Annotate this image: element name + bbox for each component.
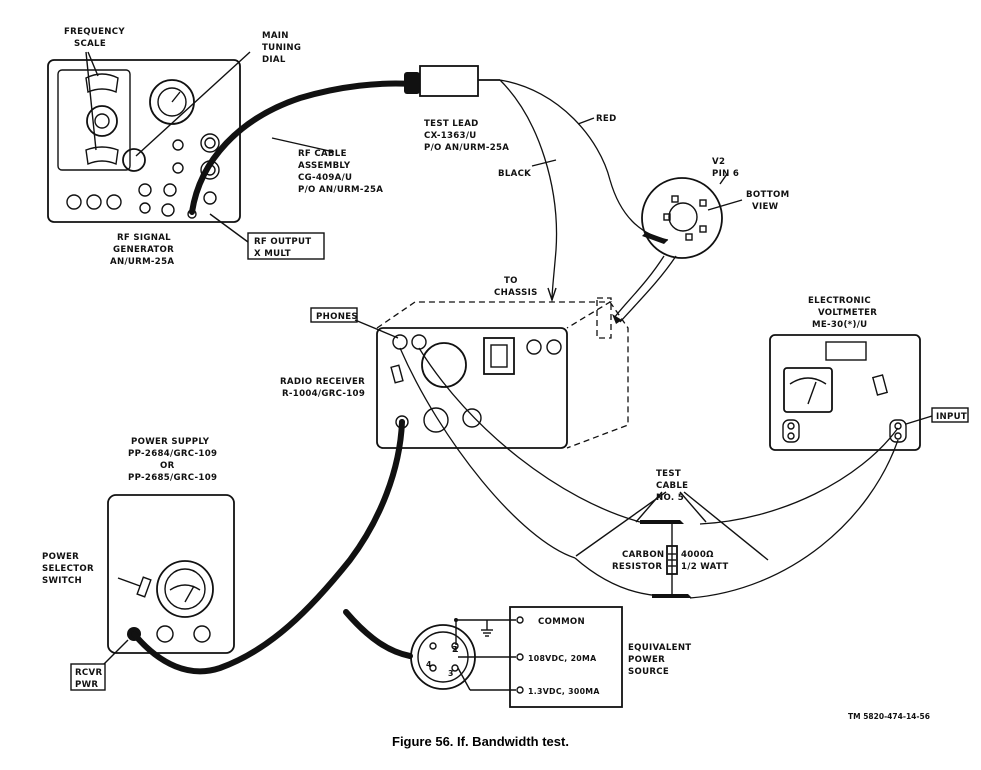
alligator-clip-top <box>640 520 684 524</box>
power-supply-label-1: POWER SUPPLY <box>131 437 210 447</box>
test-lead-label-3: P/O AN/URM-25A <box>424 143 509 153</box>
pin-3-label: 3 <box>448 669 454 678</box>
phones-box <box>310 307 358 323</box>
test-cable-label-1: TEST <box>656 469 681 479</box>
radio-receiver-label-1: RADIO RECEIVER <box>280 377 365 387</box>
main-tuning-label-3: DIAL <box>262 55 286 65</box>
rf-gen-label-2: GENERATOR <box>113 245 174 255</box>
rcvr-pwr-label-1: RCVR <box>75 668 102 678</box>
rcvr-pwr-cable <box>131 419 405 675</box>
voltmeter-label-1: ELECTRONIC <box>808 296 871 306</box>
rcvr-pwr-leader <box>103 639 129 665</box>
equivalent-power-source <box>410 606 623 708</box>
bottom-view-label-2: VIEW <box>752 202 779 212</box>
freq-scale-leader-2 <box>85 51 97 151</box>
rf-output-box <box>247 232 325 260</box>
rf-cable-label-3: CG-409A/U <box>298 173 352 183</box>
black-lead <box>499 79 558 301</box>
carbon-resistor <box>666 545 678 575</box>
power-supply-label-2: PP-2684/GRC-109 <box>128 449 217 459</box>
voltmeter-label-3: ME-30(*)/U <box>812 320 867 330</box>
main-tuning-label-2: TUNING <box>262 43 301 53</box>
rf-cable <box>189 80 415 215</box>
eq-source-label-2: POWER <box>628 655 665 665</box>
v108-label: 108VDC, 20MA <box>528 654 596 663</box>
rcvr-pwr-label-2: PWR <box>75 680 98 690</box>
test-cable-wire-2 <box>418 347 641 523</box>
carbon-label-1: CARBON <box>622 550 664 560</box>
test-cable-wire-4 <box>689 439 899 599</box>
input-leader <box>905 415 933 425</box>
v2-label-2: PIN 6 <box>712 169 739 179</box>
rf-gen-label-1: RF SIGNAL <box>117 233 171 243</box>
red-label: RED <box>596 114 617 124</box>
frequency-scale-label-1: FREQUENCY <box>64 27 125 37</box>
electronic-voltmeter <box>769 334 921 451</box>
frequency-scale-label-2: SCALE <box>74 39 106 49</box>
figure-caption: Figure 56. If. Bandwidth test. <box>392 734 569 749</box>
pin-2-label: 2 <box>452 645 458 654</box>
power-supply <box>107 494 235 654</box>
main-tuning-label-1: MAIN <box>262 31 289 41</box>
v2-label-1: V2 <box>712 157 725 167</box>
black-label: BLACK <box>498 169 531 179</box>
rf-cable-label-2: ASSEMBLY <box>298 161 351 171</box>
carbon-label-2: RESISTOR <box>612 562 662 572</box>
selector-leader <box>117 577 141 587</box>
to-chassis-label-2: CHASSIS <box>494 288 538 298</box>
tuning-dial-leader <box>135 51 251 157</box>
input-box <box>931 407 969 423</box>
rf-signal-generator <box>47 59 241 223</box>
pin-4-label: 4 <box>426 660 432 669</box>
rf-output-leader <box>209 213 249 243</box>
radio-receiver-label-2: R-1004/GRC-109 <box>282 389 365 399</box>
input-label: INPUT <box>936 412 967 422</box>
test-lead-label-1: TEST LEAD <box>424 119 479 129</box>
v2-tube-socket <box>641 177 723 259</box>
tm-reference: TM 5820-474-14-56 <box>848 712 930 721</box>
eq-source-label-1: EQUIVALENT <box>628 643 691 653</box>
red-lead <box>499 79 669 241</box>
rf-cable-label-1: RF CABLE <box>298 149 347 159</box>
rf-output-label-2: X MULT <box>254 249 291 259</box>
test-cable-wire-1 <box>399 347 576 559</box>
power-selector-label-3: SWITCH <box>42 576 82 586</box>
rf-cable-label-4: P/O AN/URM-25A <box>298 185 383 195</box>
rf-cable-leader <box>271 137 335 153</box>
rf-output-label-1: RF OUTPUT <box>254 237 311 247</box>
test-lead-body <box>419 65 479 97</box>
power-selector-label-2: SELECTOR <box>42 564 94 574</box>
eq-source-label-3: SOURCE <box>628 667 669 677</box>
test-cable-wire-3 <box>699 427 899 525</box>
radio-receiver <box>376 297 629 449</box>
test-cable-label-3: NO. 5 <box>656 493 684 503</box>
test-cable-label-2: CABLE <box>656 481 688 491</box>
rf-gen-label-3: AN/URM-25A <box>110 257 174 267</box>
common-label: COMMON <box>538 617 585 627</box>
bottom-view-label-1: BOTTOM <box>746 190 789 200</box>
to-chassis-label-1: TO <box>504 276 518 286</box>
phones-label: PHONES <box>316 312 358 322</box>
v13-label: 1.3VDC, 300MA <box>528 687 600 696</box>
resistance-label: 4000Ω <box>681 550 714 560</box>
test-lead-label-2: CX-1363/U <box>424 131 477 141</box>
rcvr-pwr-box <box>70 663 106 691</box>
power-supply-label-4: PP-2685/GRC-109 <box>128 473 217 483</box>
voltmeter-label-2: VOLTMETER <box>818 308 877 318</box>
wattage-label: 1/2 WATT <box>681 562 729 572</box>
cable-connector <box>404 72 420 94</box>
power-selector-label-1: POWER <box>42 552 79 562</box>
pin-1-label: 1 <box>453 645 459 654</box>
black-leader <box>531 159 557 167</box>
freq-scale-leader-1 <box>87 51 99 77</box>
red-leader <box>577 117 595 125</box>
power-supply-label-3: OR <box>160 461 175 471</box>
bottom-view-leader <box>707 199 743 211</box>
ps-connector-cable <box>343 609 413 659</box>
phones-leader <box>354 319 399 339</box>
